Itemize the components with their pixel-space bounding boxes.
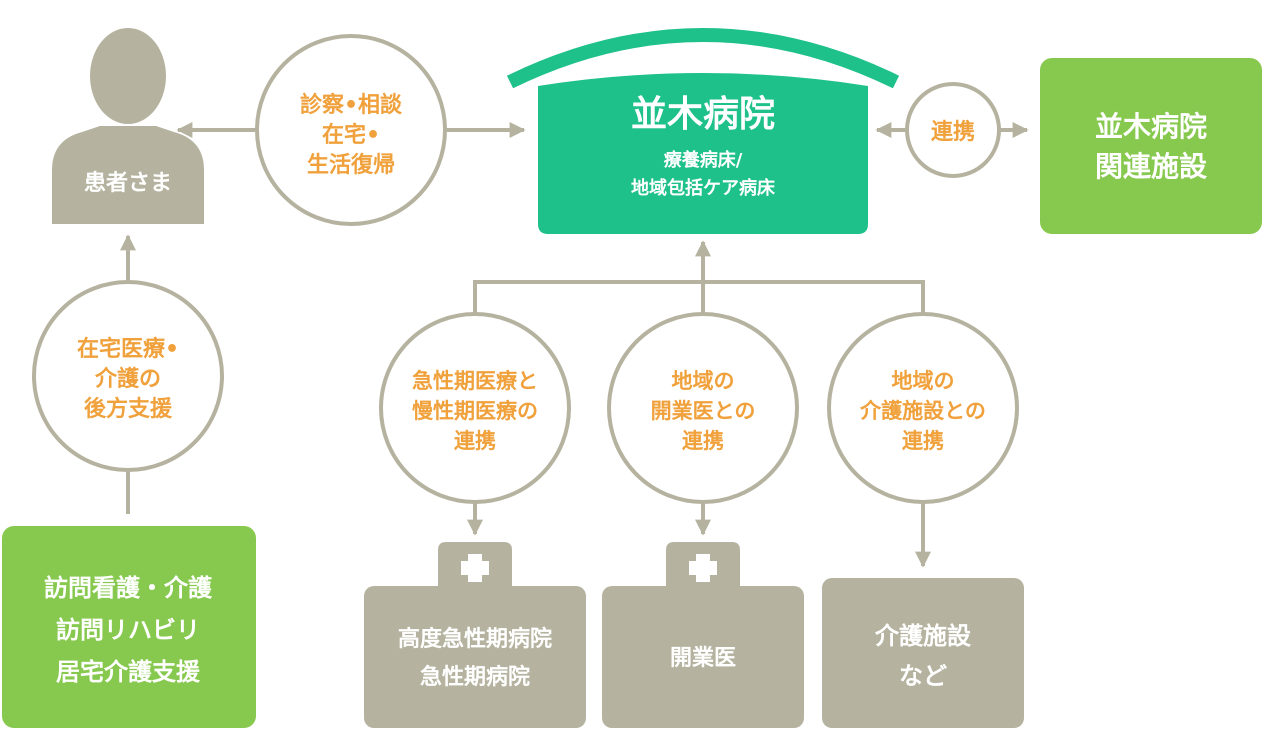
- home-services-line-2: 訪問リハビリ: [56, 616, 200, 644]
- care-facility-line-2: など: [899, 662, 947, 690]
- hospital-box: [538, 73, 868, 234]
- home-services-line-1: 訪問看護・介護: [44, 574, 213, 602]
- related-facility-node: 並木病院 関連施設: [1040, 58, 1262, 234]
- hospital-name: 並木病院: [631, 94, 775, 135]
- hospital-sub-1: 療養病床/: [664, 149, 743, 171]
- care-facility-line-1: 介護施設: [874, 622, 972, 650]
- clinics-line-1: 地域の: [672, 369, 735, 393]
- medical-cross-icon: [461, 554, 489, 582]
- home-care-support-circle: 在宅医療• 介護の 後方支援: [32, 280, 224, 472]
- consult-line-1: 診察•相談: [300, 92, 403, 118]
- clinics-line-3: 連携: [682, 429, 724, 453]
- consult-circle: 診察•相談 在宅• 生活復帰: [255, 34, 447, 226]
- acute-hospital-line-1: 高度急性期病院: [398, 626, 552, 652]
- support-line-1: 在宅医療•: [77, 336, 179, 362]
- acute-chronic-circle: 急性期医療と 慢性期医療の 連携: [379, 312, 571, 504]
- care-facility-node: 介護施設 など: [822, 578, 1024, 728]
- medical-cross-icon: [689, 554, 717, 582]
- patient-label: 患者さま: [84, 170, 172, 196]
- acute-line-3: 連携: [454, 429, 496, 453]
- hospital-node: 並木病院 療養病床/ 地域包括ケア病床: [506, 28, 900, 234]
- support-line-3: 後方支援: [84, 396, 173, 422]
- clinics-line-2: 開業医との: [651, 399, 756, 423]
- person-silhouette-icon: [52, 28, 204, 224]
- hospital-sub-2: 地域包括ケア病床: [631, 177, 776, 199]
- clinic-node: 開業医: [602, 542, 804, 728]
- local-clinics-circle: 地域の 開業医との 連携: [607, 312, 799, 504]
- support-line-2: 介護の: [94, 366, 161, 392]
- consult-line-3: 生活復帰: [307, 152, 395, 178]
- care-facilities-circle: 地域の 介護施設との 連携: [827, 312, 1019, 504]
- connectors: [120, 122, 1029, 568]
- related-line-2: 関連施設: [1095, 150, 1208, 183]
- patient-node: 患者さま: [52, 28, 204, 224]
- care-line-3: 連携: [902, 429, 944, 453]
- home-services-node: 訪問看護・介護 訪問リハビリ 居宅介護支援: [2, 526, 256, 728]
- acute-line-2: 慢性期医療の: [412, 399, 538, 423]
- cooperation-circle: 連携: [905, 82, 1001, 178]
- cooperation-label: 連携: [931, 119, 975, 145]
- acute-hospital-line-2: 急性期病院: [420, 664, 530, 690]
- care-line-2: 介護施設との: [859, 399, 986, 423]
- clinic-line-1: 開業医: [670, 646, 736, 671]
- roof-arc: [506, 28, 900, 89]
- home-services-line-3: 居宅介護支援: [56, 658, 201, 686]
- related-line-1: 並木病院: [1095, 110, 1207, 143]
- acute-line-1: 急性期医療と: [412, 369, 538, 393]
- consult-line-2: 在宅•: [322, 122, 380, 148]
- care-line-1: 地域の: [892, 369, 955, 393]
- bracket-line: [473, 280, 925, 316]
- acute-hospital-node: 高度急性期病院 急性期病院: [364, 542, 586, 728]
